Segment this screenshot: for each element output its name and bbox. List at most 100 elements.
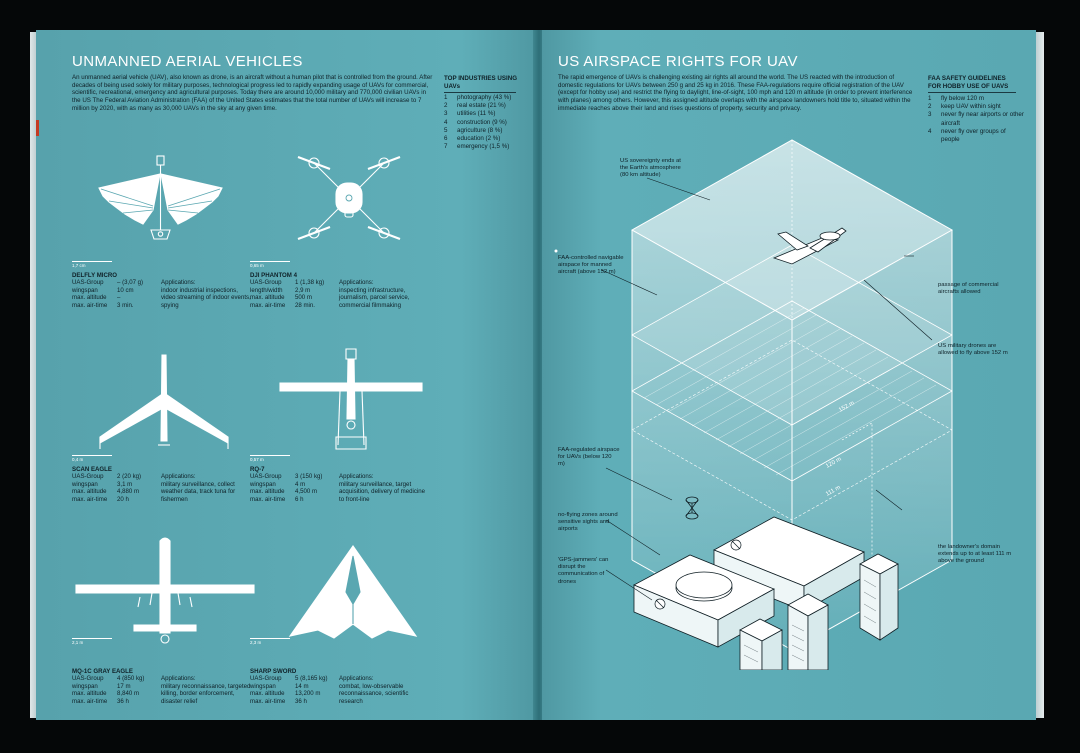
list-item-label: never fly over groups of people	[941, 127, 1006, 144]
spec-value: –	[117, 294, 121, 302]
spec-value: 2 (20 kg)	[117, 473, 142, 481]
list-item-label: utilities (11 %)	[457, 110, 496, 118]
list-item-label: agriculture (8 %)	[457, 126, 503, 134]
spec-value: 36 h	[295, 697, 307, 705]
applications-label: Applications:	[161, 675, 196, 683]
annotation-no-fly: no-flying zones around sensitive sights …	[558, 512, 618, 533]
spec-label: max. altitude	[72, 488, 107, 496]
list-item-number: 3	[928, 111, 932, 119]
spec-value: 3 (150 kg)	[295, 473, 323, 481]
spec-label: wingspan	[72, 682, 98, 690]
spec-value: 2,9 m	[295, 286, 311, 294]
left-page: UNMANNED AERIAL VEHICLES An unmanned aer…	[36, 30, 536, 720]
applications-label: Applications:	[161, 279, 196, 287]
spec-label: max. air-time	[72, 301, 108, 309]
scale-rq7: 0,57 m	[250, 455, 290, 462]
spec-label: max. air-time	[250, 697, 286, 705]
list-item-number: 5	[444, 126, 448, 134]
applications-label: Applications:	[339, 473, 374, 481]
list-item-label: education (2 %)	[457, 135, 501, 143]
dji-phantom-illustration	[297, 155, 401, 241]
spec-label: max. altitude	[250, 294, 285, 302]
spec-label: UAS-Group	[72, 473, 104, 481]
tower-windows	[743, 579, 877, 663]
list-item: 3 utilities (11 %)	[444, 110, 524, 118]
spec-value: 28 min.	[295, 301, 315, 309]
spec-value: 10 cm	[117, 286, 134, 294]
drone-name: DJI PHANTOM 4	[250, 272, 297, 279]
guidelines-title: FAA SAFETY GUIDELINES FOR HOBBY USE OF U…	[928, 75, 1009, 90]
applications-label: Applications:	[339, 675, 374, 683]
list-item: 2 real estate (21 %)	[444, 102, 524, 110]
right-page-intro: The rapid emergence of UAVs is challengi…	[558, 74, 913, 112]
industries-title: TOP INDUSTRIES USING UAVs	[444, 75, 518, 90]
list-item: 6 education (2 %)	[444, 135, 524, 143]
spec-value: 13,200 m	[295, 690, 321, 698]
no-fly-sign-icon	[654, 539, 742, 610]
spec-label: length/width	[250, 286, 283, 294]
spec-value: 3,1 m	[117, 480, 133, 488]
spec-value: 8,840 m	[117, 690, 140, 698]
ground-buildings	[633, 516, 899, 670]
annotation-gps-jammers: 'GPS-jammers' can disrupt the communicat…	[558, 557, 609, 585]
drone-name: SHARP SWORD	[250, 668, 297, 675]
list-item-number: 2	[444, 102, 448, 110]
book-page-edges-right	[1034, 32, 1044, 718]
plane-152m	[631, 244, 953, 426]
book-page-edges-left	[30, 32, 38, 718]
spec-label: UAS-Group	[72, 279, 104, 287]
spec-value: 500 m	[295, 294, 312, 302]
spec-label: UAS-Group	[250, 675, 282, 683]
list-item-label: real estate (21 %)	[457, 102, 506, 110]
list-item-number: 7	[444, 143, 448, 151]
spec-label: UAS-Group	[250, 473, 282, 481]
applications-text: military reconnaissance, targeted killin…	[161, 682, 251, 705]
sharp-sword-illustration	[288, 545, 418, 639]
spec-value: 3 min.	[117, 301, 134, 309]
scale-gray-eagle: 2,1 m	[72, 638, 112, 645]
spec-label: wingspan	[72, 286, 98, 294]
plane-120m	[631, 300, 953, 482]
drone-name: SCAN EAGLE	[72, 466, 112, 473]
spec-value: 36 h	[117, 697, 129, 705]
spec-label: wingspan	[250, 480, 276, 488]
scan-eagle-illustration	[99, 354, 229, 449]
applications-text: indoor industrial inspections, video str…	[161, 286, 251, 309]
spec-value: 4,500 m	[295, 488, 318, 496]
spec-value: 20 h	[117, 495, 129, 503]
applications-label: Applications:	[161, 473, 196, 481]
annotation-faa-regulated: FAA-regulated airspace for UAVs (below 1…	[558, 447, 620, 468]
list-item-number: 1	[928, 95, 932, 102]
spec-label: UAS-Group	[72, 675, 104, 683]
list-item-label: emergency (1,5 %)	[457, 143, 510, 151]
list-item-label: keep UAV within sight	[941, 103, 1001, 111]
list-item-number: 3	[444, 110, 448, 118]
spec-value: 17 m	[117, 682, 131, 690]
applications-text: military surveillance, collect weather d…	[161, 480, 236, 503]
list-item-number: 6	[444, 135, 448, 143]
spec-label: max. air-time	[72, 495, 108, 503]
scale-sharp-sword: 2,3 m	[250, 638, 290, 645]
spec-label: max. altitude	[72, 690, 107, 698]
spec-label: max. altitude	[250, 488, 285, 496]
spec-label: max. altitude	[250, 690, 285, 698]
industries-rule	[444, 92, 516, 93]
list-item-number: 4	[444, 118, 448, 126]
mq1c-gray-eagle-illustration	[75, 537, 255, 644]
list-item-number: 1	[444, 94, 448, 101]
left-page-title: UNMANNED AERIAL VEHICLES	[72, 53, 303, 70]
spec-value: – (3,07 g)	[117, 279, 144, 287]
annotation-leaders	[554, 177, 933, 601]
list-item: 5 agriculture (8 %)	[444, 127, 524, 135]
